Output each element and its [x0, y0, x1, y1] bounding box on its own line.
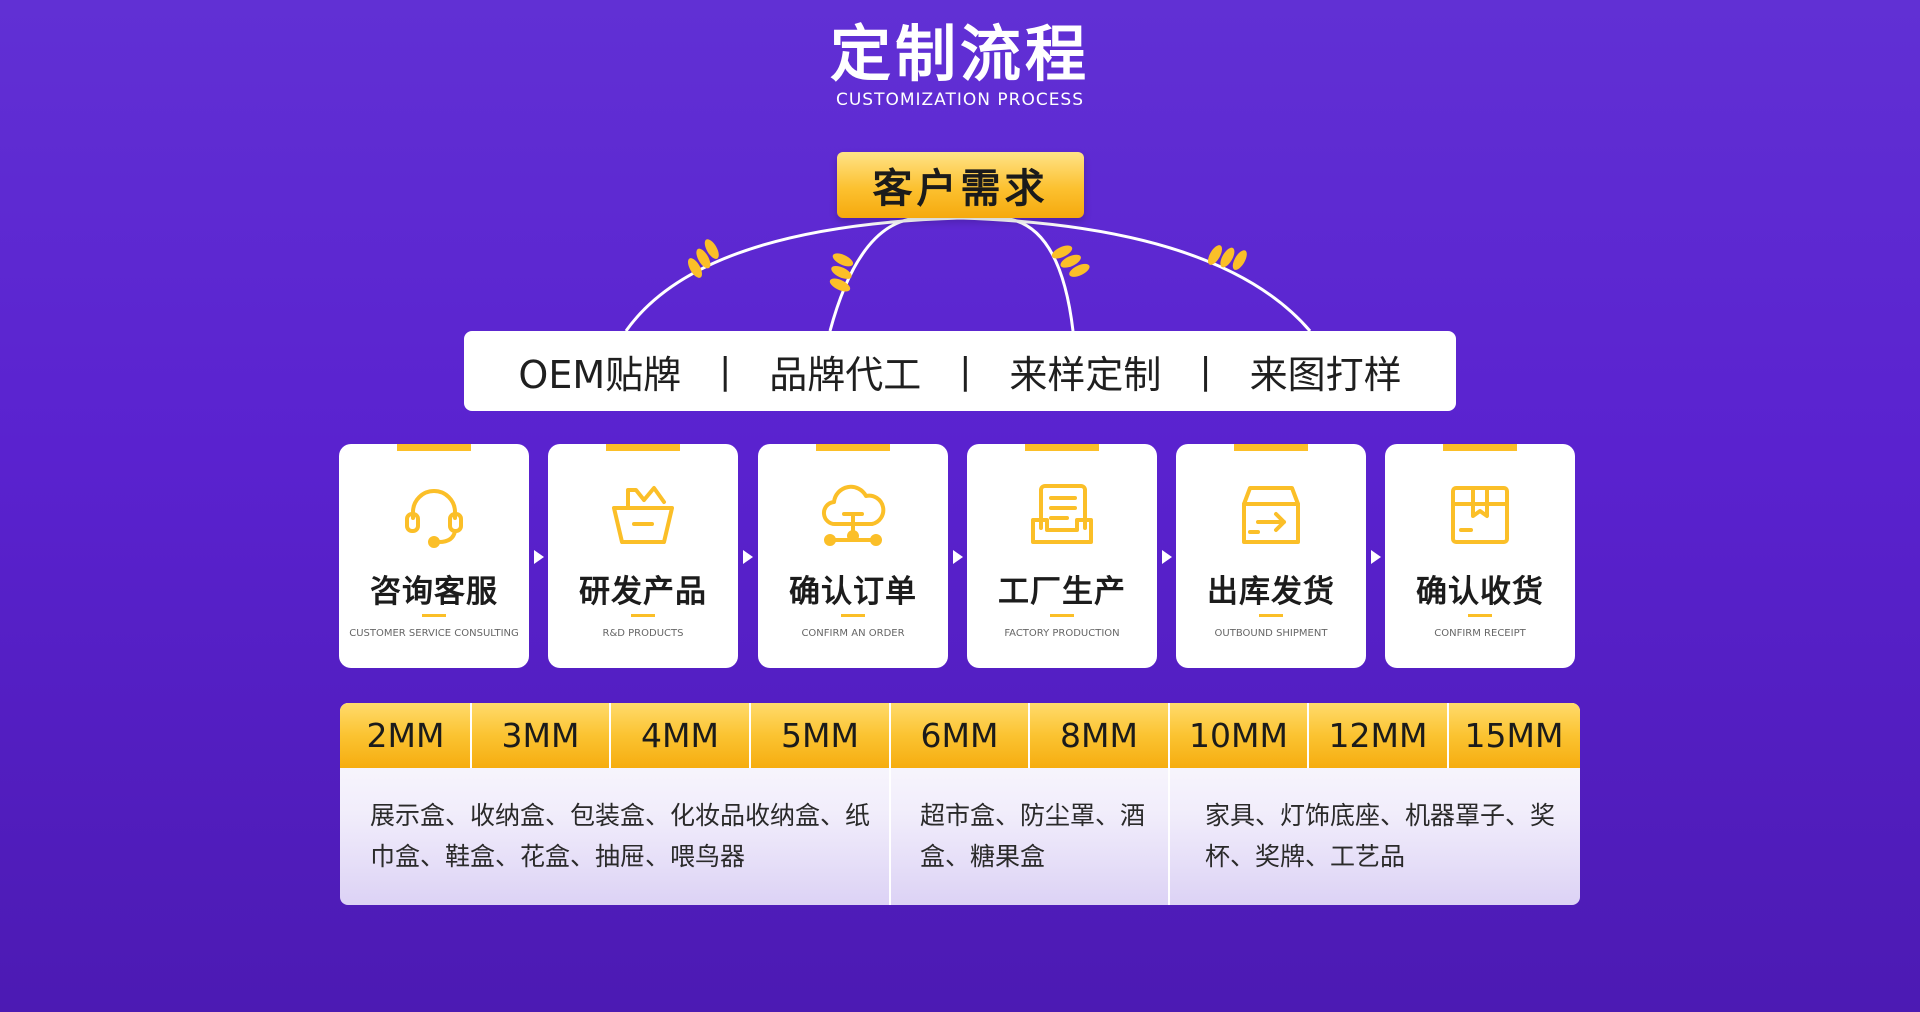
size-cell: 5MM: [781, 716, 859, 755]
group-divider: [1168, 768, 1170, 905]
usage-text-group-1: 展示盒、收纳盒、包装盒、化妆品收纳盒、纸 巾盒、鞋盒、花盒、抽屉、喂鸟器: [370, 795, 880, 877]
wheat-decorations: [688, 239, 1247, 292]
card-tab: [1443, 444, 1517, 451]
size-cell: 3MM: [501, 716, 580, 755]
headset-icon: [405, 489, 463, 548]
usage-line: 杯、奖牌、工艺品: [1205, 842, 1406, 871]
usage-line: 展示盒、收纳盒、包装盒、化妆品收纳盒、纸: [370, 801, 871, 830]
size-cell: 8MM: [1060, 716, 1138, 755]
step-card-production: 工厂生产 FACTORY PRODUCTION: [967, 444, 1157, 668]
service-brand-oem: 品牌代工: [769, 352, 922, 397]
header-divider: [609, 703, 611, 768]
customer-needs-box: 客户需求: [837, 152, 1084, 218]
size-cell: 6MM: [920, 716, 999, 755]
header-divider: [889, 703, 891, 768]
size-cell: 12MM: [1328, 716, 1428, 755]
step-title: 确认收货: [1416, 574, 1544, 610]
usage-line: 盒、糖果盒: [920, 842, 1046, 871]
wheat-icon: [1051, 245, 1090, 277]
step-card-rnd: 研发产品 R&D PRODUCTS: [548, 444, 738, 668]
step-card-shipment: 出库发货 OUTBOUND SHIPMENT: [1176, 444, 1366, 668]
service-separator: |: [719, 350, 732, 392]
step-card-order: 确认订单 CONFIRM AN ORDER: [758, 444, 948, 668]
step-subtitle: OUTBOUND SHIPMENT: [1214, 628, 1328, 639]
wheat-icon: [1208, 245, 1247, 270]
step-arrow-icon: [743, 550, 753, 564]
step-subtitle: CUSTOMER SERVICE CONSULTING: [349, 628, 519, 639]
step-dash: [841, 614, 865, 617]
card-tab: [606, 444, 680, 451]
thickness-table: 2MM 3MM 4MM 5MM 6MM 8MM 10MM 12MM 15MM 展…: [340, 703, 1580, 905]
box-arrow-icon: [1242, 486, 1300, 544]
step-card-receipt: 确认收货 CONFIRM RECEIPT: [1385, 444, 1575, 668]
service-sample-custom: 来样定制: [1009, 352, 1162, 397]
step-arrow-icon: [534, 550, 544, 564]
usage-text-group-2: 超市盒、防尘罩、酒 盒、糖果盒: [920, 795, 1160, 877]
usage-line: 巾盒、鞋盒、花盒、抽屉、喂鸟器: [370, 842, 746, 871]
size-cell: 4MM: [641, 716, 719, 755]
usage-text-group-3: 家具、灯饰底座、机器罩子、奖 杯、奖牌、工艺品: [1205, 795, 1575, 877]
step-card-consult: 咨询客服 CUSTOMER SERVICE CONSULTING: [339, 444, 529, 668]
card-tab: [397, 444, 471, 451]
header-divider: [1447, 703, 1449, 768]
usage-line: 超市盒、防尘罩、酒: [920, 801, 1146, 830]
arc-inner: [828, 216, 1075, 332]
step-title: 确认订单: [789, 574, 917, 610]
service-oem: OEM贴牌: [518, 352, 682, 397]
page-title: 定制流程: [829, 19, 1090, 90]
service-separator: |: [959, 350, 972, 392]
size-cell: 10MM: [1189, 716, 1288, 755]
card-tab: [1234, 444, 1308, 451]
step-dash: [1050, 614, 1074, 617]
step-subtitle: FACTORY PRODUCTION: [1004, 628, 1120, 639]
document-tray-icon: [1031, 484, 1093, 544]
step-title: 工厂生产: [998, 574, 1126, 610]
connector-arcs: [624, 216, 1312, 332]
step-dash: [422, 614, 446, 617]
header-divider: [470, 703, 472, 768]
group-divider: [889, 768, 891, 905]
table-header: [340, 703, 1580, 768]
step-arrow-icon: [953, 550, 963, 564]
step-dash: [1468, 614, 1492, 617]
step-subtitle: CONFIRM AN ORDER: [801, 628, 905, 639]
wheat-icon: [688, 239, 719, 278]
size-cell: 2MM: [366, 716, 445, 755]
usage-line: 家具、灯饰底座、机器罩子、奖: [1205, 801, 1556, 830]
step-subtitle: CONFIRM RECEIPT: [1434, 628, 1526, 639]
step-arrow-icon: [1162, 550, 1172, 564]
cloud-network-icon: [821, 484, 886, 546]
card-tab: [1025, 444, 1099, 451]
header-divider: [1028, 703, 1030, 768]
service-drawing-proof: 来图打样: [1249, 352, 1402, 397]
card-tab: [816, 444, 890, 451]
step-title: 研发产品: [579, 574, 707, 610]
step-subtitle: R&D PRODUCTS: [602, 628, 684, 639]
package-icon: [1451, 486, 1509, 544]
page-subtitle: CUSTOMIZATION PROCESS: [835, 90, 1085, 110]
header-divider: [1307, 703, 1309, 768]
size-cell: 15MM: [1464, 716, 1564, 755]
step-title: 出库发货: [1207, 574, 1335, 610]
header-divider: [1168, 703, 1170, 768]
header-divider: [749, 703, 751, 768]
basket-icon: [612, 486, 674, 544]
step-arrow-icon: [1371, 550, 1381, 564]
arc-outer: [624, 216, 1312, 332]
wheat-icon: [829, 253, 854, 292]
service-types-bar: OEM贴牌 | 品牌代工 | 来样定制 | 来图打样: [464, 331, 1456, 411]
step-dash: [1259, 614, 1283, 617]
service-separator: |: [1199, 350, 1212, 392]
step-title: 咨询客服: [370, 574, 498, 610]
step-dash: [631, 614, 655, 617]
